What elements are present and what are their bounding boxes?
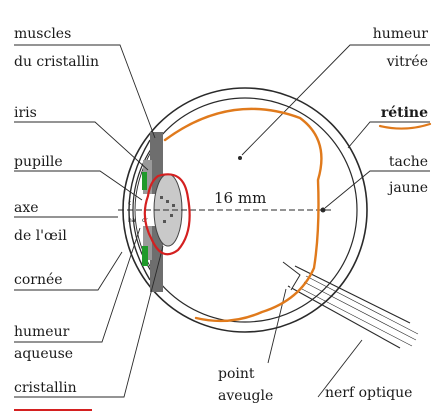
label-axe: axe [14,200,39,216]
iris-annotation-bottom [142,246,148,266]
retina-annotation [165,109,321,321]
label-humeur-vitree-1: humeur [373,26,429,42]
label-iris: iris [14,105,37,121]
label-cristallin: cristallin [14,380,77,396]
leader-lines [14,45,430,397]
axis-end-point [321,208,326,213]
retine-underline [380,124,430,129]
blind-spot [283,262,300,290]
dimension-label: 16 mm [214,189,266,207]
label-tache: tache [389,154,428,170]
label-humeur-aqueuse-2: aqueuse [14,346,73,362]
mini-label-1: c [128,200,131,207]
mini-label-2: ha [128,217,136,224]
label-point: point [218,366,255,382]
label-humeur-vitree-2: vitrée [386,54,428,70]
label-cornee: cornée [14,272,63,288]
label-pupille: pupille [14,154,63,170]
label-aveugle: aveugle [218,388,273,404]
label-humeur-aqueuse-1: humeur [14,324,70,340]
label-du-cristallin: du cristallin [14,54,99,70]
label-de-l-oeil: de l'œil [14,228,67,244]
label-jaune: jaune [387,180,428,196]
iris-annotation-top [142,172,147,190]
label-nerf-optique: nerf optique [325,385,412,401]
vitreous-dot [238,156,242,160]
label-retine: rétine [381,105,428,121]
label-muscles: muscles [14,26,71,42]
